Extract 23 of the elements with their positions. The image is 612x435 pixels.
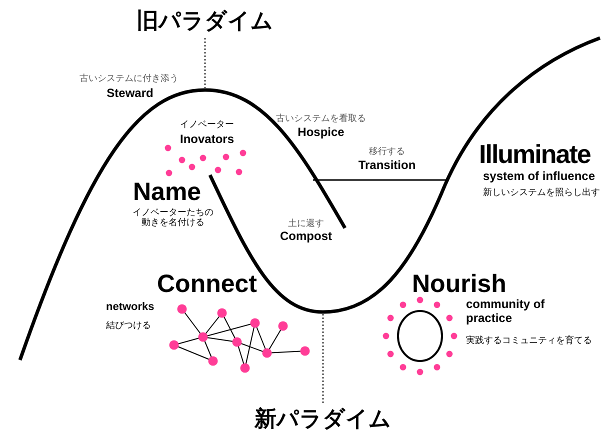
group-label: Inovators — [180, 133, 234, 147]
stage-heading: Connect — [157, 270, 257, 299]
stage-description: 新しいシステムを照らし出す — [483, 187, 600, 198]
role-label: Hospice — [298, 126, 344, 140]
stage-heading: Illuminate — [479, 140, 590, 170]
paradigm-heading: 新パラダイム — [254, 406, 392, 432]
stage-description: 実践するコミュニティを育てる — [466, 335, 592, 346]
role-label: Transition — [358, 159, 416, 173]
stage-subtitle: system of influence — [483, 170, 596, 184]
group-caption: イノベーター — [180, 119, 234, 130]
role-caption: 移行する — [369, 146, 405, 156]
stage-heading: Name — [133, 178, 202, 207]
stage-subtitle: community of practice — [466, 298, 546, 326]
role-caption: 古いシステムを看取る — [276, 113, 366, 124]
stage-heading: Nourish — [412, 270, 506, 299]
role-label: Compost — [280, 230, 332, 244]
role-label: Steward — [106, 87, 154, 101]
role-caption: 古いシステムに付き添う — [80, 73, 178, 84]
paradigm-heading: 旧パラダイム — [136, 8, 274, 34]
stage-description: 結びつける — [106, 320, 151, 330]
stage-subtitle: networks — [106, 301, 154, 314]
stage-description: イノベーターたちの動きを名付ける — [132, 207, 214, 228]
role-caption: 土に還す — [288, 218, 324, 228]
